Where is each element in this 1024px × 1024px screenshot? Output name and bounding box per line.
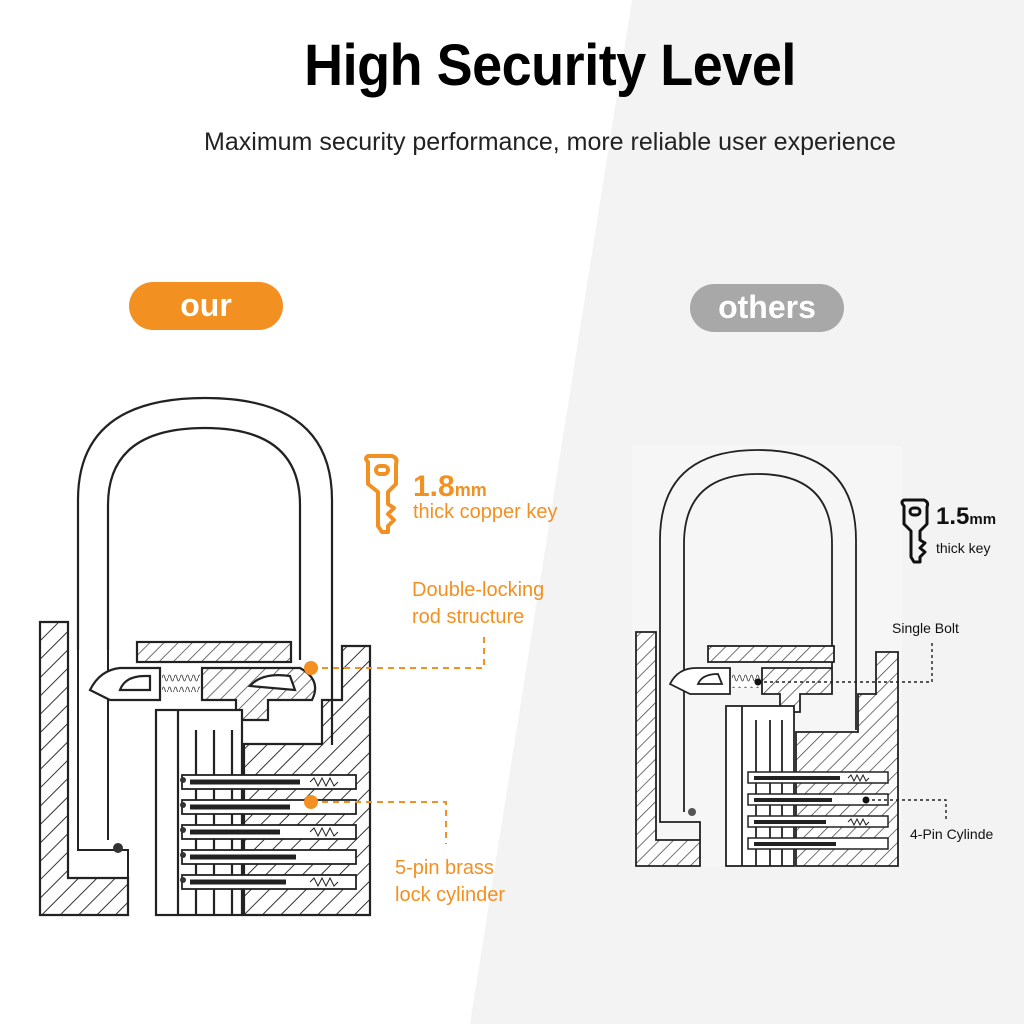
bolt-callout-dot [754,678,762,686]
our-padlock-diagram [38,396,372,917]
rod-callout-dot [304,661,318,675]
key-icon [364,454,399,534]
cylinder-callout-dot [304,795,318,809]
our-callouts [311,632,485,844]
others-callouts [758,640,947,822]
others-padlock-diagram [632,446,902,867]
key-icon [900,498,930,564]
others-key-thickness-value: 1.5 [936,503,970,530]
others-key-label: thick key [936,540,991,556]
our-rod-label: Double-locking rod structure [412,577,544,631]
others-key-thickness: 1.5mm [936,503,996,531]
our-key-label: thick copper key [413,501,558,523]
our-key-thickness-value: 1.8 [413,470,455,503]
our-rod-label-line1: Double-locking [412,579,545,601]
page-subtitle: Maximum security performance, more relia… [204,128,896,156]
page-title: High Security Level [304,33,796,98]
our-badge: our [129,282,283,330]
our-cylinder-label: 5-pin brass lock cylinder [395,855,505,909]
others-bolt-label: Single Bolt [892,620,959,636]
others-badge: others [690,284,844,332]
our-rod-label-line2: rod structure [412,606,525,628]
others-cylinder-label: 4-Pin Cylinde [910,826,994,842]
our-key-thickness: 1.8mm [413,470,487,504]
our-cylinder-label-line2: lock cylinder [395,884,506,906]
our-key-thickness-unit: mm [454,480,487,500]
our-cylinder-label-line1: 5-pin brass [395,857,494,879]
pin-callout-dot [862,796,870,804]
others-key-thickness-unit: mm [969,511,997,528]
